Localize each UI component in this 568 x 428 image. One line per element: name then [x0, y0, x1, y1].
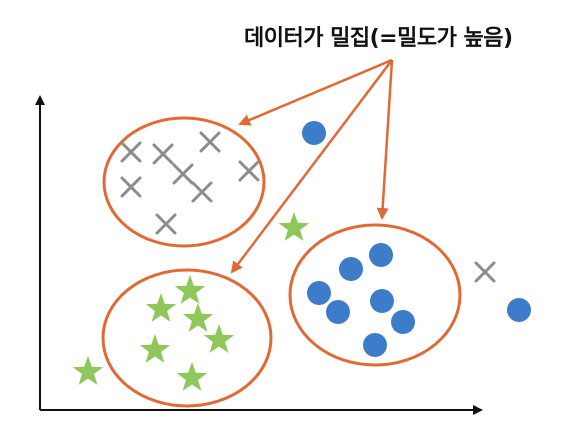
arrow-to-circle-cluster	[376, 59, 394, 220]
circle-cluster-outline	[288, 223, 462, 367]
arrow-to-cross-cluster	[238, 58, 393, 126]
cross-point	[238, 160, 260, 182]
star-point	[203, 324, 235, 353]
circle-point	[339, 257, 363, 281]
circle-point	[369, 243, 393, 267]
outlier-star-point	[72, 356, 104, 385]
star-point	[174, 275, 206, 304]
cross-point	[155, 213, 177, 235]
circle-point	[370, 289, 394, 313]
star-point	[139, 334, 171, 363]
cross-point	[120, 176, 142, 198]
outlier-star-point	[278, 212, 310, 241]
circle-points	[302, 121, 531, 357]
star-cluster-outline	[101, 268, 273, 408]
star-point	[145, 293, 177, 322]
cross-cluster-outline	[102, 116, 266, 248]
cross-points	[120, 131, 496, 283]
cross-point	[199, 131, 221, 153]
star-points	[72, 212, 310, 391]
star-point	[182, 303, 214, 332]
cross-point	[172, 163, 194, 185]
outlier-circle-point	[507, 298, 531, 322]
arrow-to-star-cluster	[230, 59, 393, 274]
pointer-arrows	[230, 58, 394, 274]
cross-point	[120, 141, 142, 163]
cross-point	[191, 181, 213, 203]
circle-point	[391, 310, 415, 334]
circle-point	[326, 300, 350, 324]
outlier-circle-point	[302, 121, 326, 145]
star-point	[176, 362, 208, 391]
cross-point	[152, 143, 174, 165]
circle-point	[363, 333, 387, 357]
diagram-title: 데이터가 밀집(=밀도가 높음)	[244, 26, 513, 51]
outlier-cross-point	[474, 261, 496, 283]
circle-point	[307, 281, 331, 305]
